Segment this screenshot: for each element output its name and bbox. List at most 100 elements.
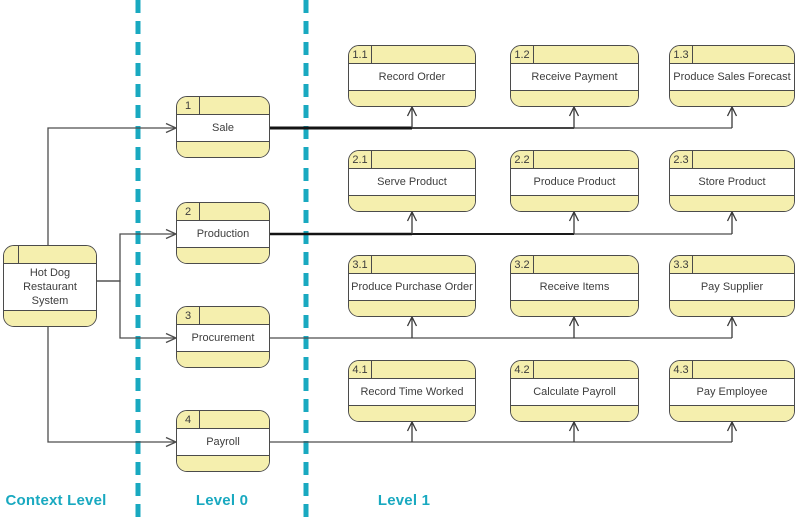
process-name: Store Product: [670, 169, 794, 196]
process-number: 2.2: [511, 151, 534, 168]
process-footer: [511, 406, 638, 421]
process-footer: [511, 301, 638, 316]
process-box-2-2[interactable]: 2.2 Produce Product: [510, 150, 639, 212]
process-footer: [349, 406, 475, 421]
lane-label-level-1: Level 1: [377, 492, 431, 509]
process-name: Calculate Payroll: [511, 379, 638, 406]
process-number: 2.3: [670, 151, 693, 168]
process-footer: [349, 196, 475, 211]
process-box-3-2[interactable]: 3.2 Receive Items: [510, 255, 639, 317]
process-header: 1.3: [670, 46, 794, 64]
arrowhead-into-4-2: [568, 420, 580, 432]
process-header: 3.2: [511, 256, 638, 274]
process-footer: [177, 456, 269, 471]
process-box-3-3[interactable]: 3.3 Pay Supplier: [669, 255, 795, 317]
process-footer: [4, 311, 96, 326]
process-header: 2.3: [670, 151, 794, 169]
process-number: 1.3: [670, 46, 693, 63]
process-name: Record Order: [349, 64, 475, 91]
process-footer: [511, 91, 638, 106]
process-box-payroll[interactable]: 4 Payroll: [176, 410, 270, 472]
process-name: Payroll: [177, 429, 269, 456]
arrowhead-into-2-1: [406, 210, 418, 222]
process-name: Procurement: [177, 325, 269, 352]
process-header: 1: [177, 97, 269, 115]
process-number: 4: [177, 411, 200, 428]
arrowhead-into-2-3: [726, 210, 738, 222]
arrowhead-into-3-1: [406, 315, 418, 327]
arrowhead-into-4-1: [406, 420, 418, 432]
process-header: [4, 246, 96, 264]
process-footer: [349, 91, 475, 106]
process-header: 4.3: [670, 361, 794, 379]
process-box-context-system[interactable]: Hot Dog Restaurant System: [3, 245, 97, 327]
process-footer: [511, 196, 638, 211]
process-box-3-1[interactable]: 3.1 Produce Purchase Order: [348, 255, 476, 317]
arrowhead-into-4-3: [726, 420, 738, 432]
process-number: 3.3: [670, 256, 693, 273]
process-name: Production: [177, 221, 269, 248]
process-box-4-2[interactable]: 4.2 Calculate Payroll: [510, 360, 639, 422]
process-number: 4.2: [511, 361, 534, 378]
process-number: 2: [177, 203, 200, 220]
process-name: Produce Sales Forecast: [670, 64, 794, 91]
process-name: Hot Dog Restaurant System: [4, 264, 96, 311]
process-header: 2.2: [511, 151, 638, 169]
process-number: 2.1: [349, 151, 372, 168]
process-box-production[interactable]: 2 Production: [176, 202, 270, 264]
arrowhead-into-1-1: [406, 105, 418, 117]
arrowhead-into-3-2: [568, 315, 580, 327]
process-header: 2: [177, 203, 269, 221]
process-header: 3.1: [349, 256, 475, 274]
process-number: 1: [177, 97, 200, 114]
flow-context-to-procurement: [97, 280, 175, 339]
arrowhead-into-1-2: [568, 105, 580, 117]
process-box-2-1[interactable]: 2.1 Serve Product: [348, 150, 476, 212]
arrowhead-into-2-2: [568, 210, 580, 222]
lane-label-context-level: Context Level: [5, 492, 107, 509]
process-header: 4: [177, 411, 269, 429]
process-number: [4, 246, 19, 263]
process-number: 3.1: [349, 256, 372, 273]
process-header: 4.2: [511, 361, 638, 379]
process-header: 3.3: [670, 256, 794, 274]
process-box-1-2[interactable]: 1.2 Receive Payment: [510, 45, 639, 107]
process-header: 1.1: [349, 46, 475, 64]
flow-context-to-payroll: [47, 327, 175, 443]
process-number: 3: [177, 307, 200, 324]
process-footer: [177, 142, 269, 157]
process-header: 1.2: [511, 46, 638, 64]
process-footer: [670, 91, 794, 106]
process-header: 2.1: [349, 151, 475, 169]
process-number: 4.3: [670, 361, 693, 378]
process-box-4-3[interactable]: 4.3 Pay Employee: [669, 360, 795, 422]
arrowhead-into-3-3: [726, 315, 738, 327]
arrowhead-into-1-3: [726, 105, 738, 117]
process-footer: [177, 352, 269, 367]
process-number: 3.2: [511, 256, 534, 273]
process-header: 3: [177, 307, 269, 325]
process-name: Pay Supplier: [670, 274, 794, 301]
process-name: Sale: [177, 115, 269, 142]
process-box-1-3[interactable]: 1.3 Produce Sales Forecast: [669, 45, 795, 107]
process-box-procurement[interactable]: 3 Procurement: [176, 306, 270, 368]
process-name: Produce Product: [511, 169, 638, 196]
process-box-sale[interactable]: 1 Sale: [176, 96, 270, 158]
process-box-4-1[interactable]: 4.1 Record Time Worked: [348, 360, 476, 422]
lane-label-level-0: Level 0: [195, 492, 249, 509]
process-footer: [670, 196, 794, 211]
process-name: Produce Purchase Order: [349, 274, 475, 301]
process-number: 4.1: [349, 361, 372, 378]
process-footer: [349, 301, 475, 316]
process-footer: [670, 301, 794, 316]
process-footer: [177, 248, 269, 263]
process-header: 4.1: [349, 361, 475, 379]
process-number: 1.1: [349, 46, 372, 63]
process-box-1-1[interactable]: 1.1 Record Order: [348, 45, 476, 107]
process-number: 1.2: [511, 46, 534, 63]
process-box-2-3[interactable]: 2.3 Store Product: [669, 150, 795, 212]
flow-context-to-sale: [47, 127, 175, 245]
process-name: Serve Product: [349, 169, 475, 196]
